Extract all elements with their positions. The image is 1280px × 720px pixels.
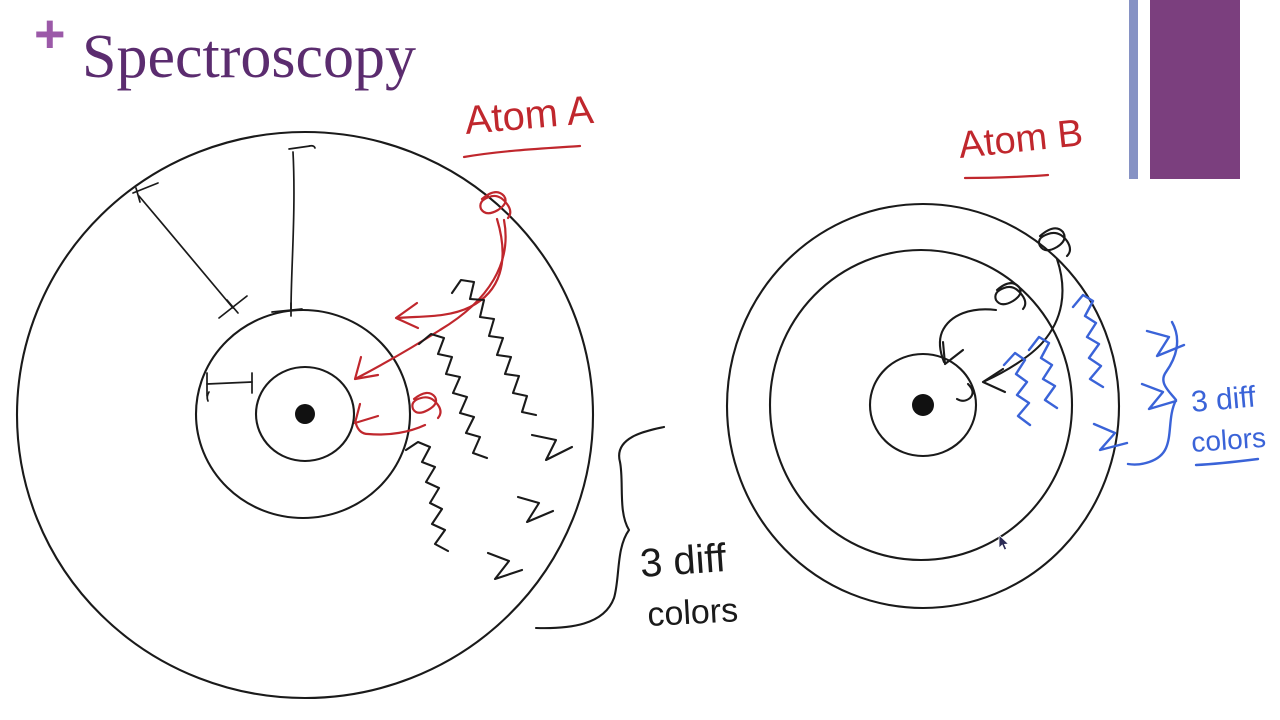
- plus-decoration-icon: +: [34, 4, 66, 64]
- left-atom-wave-brace: [534, 425, 666, 630]
- right-atom-nucleus: [912, 394, 934, 416]
- left-atom-radius-marker-inner: [206, 372, 253, 402]
- left-atom-transition-arrowhead-2: [353, 355, 380, 381]
- right-atom-nucleus-hook: [955, 382, 974, 402]
- right-atom-wave-2: [1027, 335, 1059, 410]
- right-atom-wave-3-arrowhead: [1092, 422, 1129, 452]
- right-atom-wave-brace: [1126, 320, 1179, 466]
- right-colors-annotation: 3 diff colors: [1190, 380, 1267, 467]
- left-atom-wave-1: [450, 278, 538, 417]
- left-atom-wave-2-arrowhead: [516, 495, 555, 524]
- left-atom-wave-3-arrowhead: [486, 551, 524, 581]
- left-atom-wave-1-arrowhead: [530, 433, 574, 462]
- right-atom-outer-orbit: [725, 202, 1121, 610]
- left-colors-annotation: 3 diff colors: [639, 536, 739, 634]
- right-atom-electron-middle: [994, 282, 1027, 311]
- atom-a-underline: [462, 144, 582, 159]
- left-atom-radius-marker-diagonal: [132, 182, 248, 319]
- right-atom-middle-orbit: [768, 248, 1074, 562]
- right-atom-group: 3 diff colors Atom B: [725, 112, 1267, 610]
- left-colors-line1: 3 diff: [639, 536, 729, 586]
- right-atom-electron-outer: [1037, 227, 1072, 258]
- right-colors-line2: colors: [1190, 422, 1267, 458]
- mouse-cursor: [998, 534, 1010, 551]
- right-atom-wave-2-arrowhead: [1145, 329, 1186, 358]
- decorative-wide-bar: [1150, 0, 1240, 179]
- right-colors-underline: [1194, 457, 1260, 467]
- atom-b-label: Atom B: [957, 112, 1085, 167]
- left-colors-line2: colors: [646, 591, 739, 634]
- left-atom-transition-arrowhead-1: [394, 301, 420, 330]
- right-atom-transition-arrowhead-1: [981, 367, 1007, 394]
- left-atom-group: 3 diff colors Atom A: [15, 88, 739, 700]
- left-atom-wave-2: [417, 332, 489, 460]
- atom-a-label: Atom A: [463, 88, 596, 143]
- left-atom-nucleus: [295, 404, 315, 424]
- left-atom-transition-arrow-2: [355, 218, 507, 380]
- right-atom-transition-arrow-1: [983, 257, 1064, 383]
- atom-b-underline: [963, 173, 1050, 180]
- atom-a-annotation: Atom A: [462, 88, 596, 159]
- left-atom-wave-3: [404, 440, 450, 553]
- decorative-thin-bar: [1129, 0, 1138, 179]
- atom-b-annotation: Atom B: [957, 112, 1085, 180]
- left-atom-middle-orbit: [194, 308, 412, 520]
- right-atom-transition-arrow-2: [938, 308, 998, 364]
- right-atom-wave-3: [1002, 351, 1032, 427]
- right-atom-wave-1-arrowhead: [1140, 382, 1178, 411]
- left-atom-transition-arrowhead-3: [353, 402, 380, 425]
- left-atom-electron-outer: [479, 191, 512, 220]
- right-atom-transition-arrowhead-2: [941, 340, 965, 366]
- left-atom-transition-arrow-3: [354, 422, 427, 436]
- left-atom-radius-marker-top: [271, 144, 316, 317]
- left-atom-transition-arrow-1: [396, 217, 504, 320]
- page-title: Spectroscopy: [82, 23, 417, 91]
- right-atom-inner-orbit: [868, 352, 978, 458]
- left-atom-outer-orbit: [15, 130, 595, 700]
- right-atom-wave-1: [1071, 293, 1105, 389]
- left-atom-inner-orbit: [254, 365, 356, 463]
- cursor-arrow-icon: [998, 534, 1010, 551]
- left-atom-electron-inner: [411, 391, 442, 420]
- right-colors-line1: 3 diff: [1190, 380, 1258, 419]
